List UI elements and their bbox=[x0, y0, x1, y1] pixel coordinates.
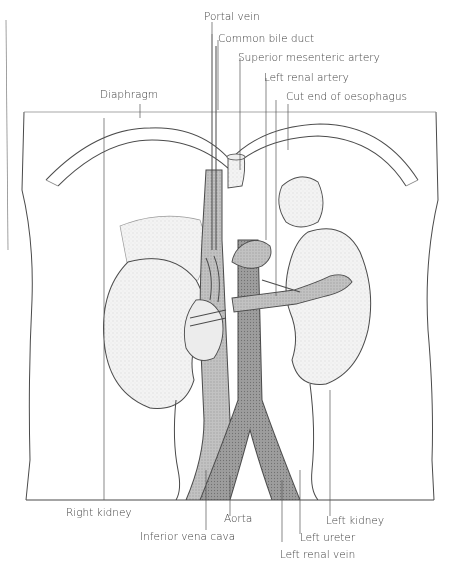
label-superior-mesenteric-artery: Superior mesenteric artery bbox=[238, 52, 380, 64]
spleen bbox=[279, 177, 323, 227]
right-ureter bbox=[174, 400, 179, 500]
left-kidney bbox=[286, 229, 371, 385]
label-left-ureter: Left ureter bbox=[300, 532, 356, 544]
label-portal-vein: Portal vein bbox=[204, 11, 260, 23]
oesophagus-cut-end bbox=[227, 154, 245, 160]
oesophagus bbox=[228, 156, 245, 188]
label-common-bile-duct: Common bile duct bbox=[218, 33, 314, 45]
label-inferior-vena-cava: Inferior vena cava bbox=[140, 531, 235, 543]
label-left-renal-vein: Left renal vein bbox=[280, 549, 355, 561]
label-aorta: Aorta bbox=[224, 513, 252, 525]
label-right-kidney: Right kidney bbox=[66, 507, 132, 519]
label-diaphragm: Diaphragm bbox=[100, 89, 158, 101]
label-left-kidney: Left kidney bbox=[326, 515, 384, 527]
label-left-renal-artery: Left renal artery bbox=[264, 72, 349, 84]
label-cut-end-oesophagus: Cut end of oesophagus bbox=[286, 91, 407, 103]
left-ureter bbox=[310, 384, 318, 500]
